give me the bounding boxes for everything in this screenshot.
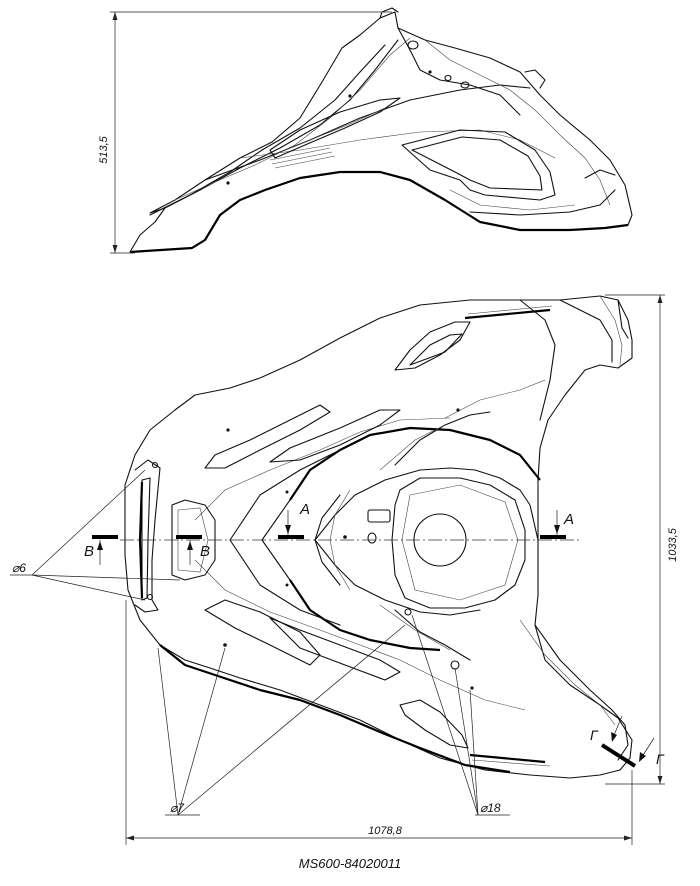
dimension-513-5: 513,5 <box>98 135 110 163</box>
dimension-height-side-view: 513,5 <box>98 11 392 254</box>
side-view <box>129 7 633 254</box>
callout-hole-d6: ⌀6 <box>12 561 26 575</box>
dimension-1078-8: 1078,8 <box>368 825 403 837</box>
callout-leaders: ⌀6 ⌀7 ⌀18 <box>10 469 510 816</box>
section-g-right: Г <box>656 751 665 767</box>
section-markers: B B A A Г Г <box>84 501 665 768</box>
plan-view <box>124 295 633 779</box>
callout-hole-d7: ⌀7 <box>170 801 185 815</box>
section-b-left: B <box>84 543 94 560</box>
section-a-left: A <box>299 501 310 518</box>
callout-hole-d18: ⌀18 <box>480 801 501 815</box>
section-b-right: B <box>200 543 210 560</box>
dimension-1033-5: 1033,5 <box>667 527 679 562</box>
dimension-width-plan-view: 1078,8 <box>125 600 633 845</box>
section-a-right: A <box>563 511 574 528</box>
section-g-left: Г <box>590 727 599 743</box>
part-number: MS600-84020011 <box>299 856 401 871</box>
dimension-height-plan-view: 1033,5 <box>605 294 679 785</box>
